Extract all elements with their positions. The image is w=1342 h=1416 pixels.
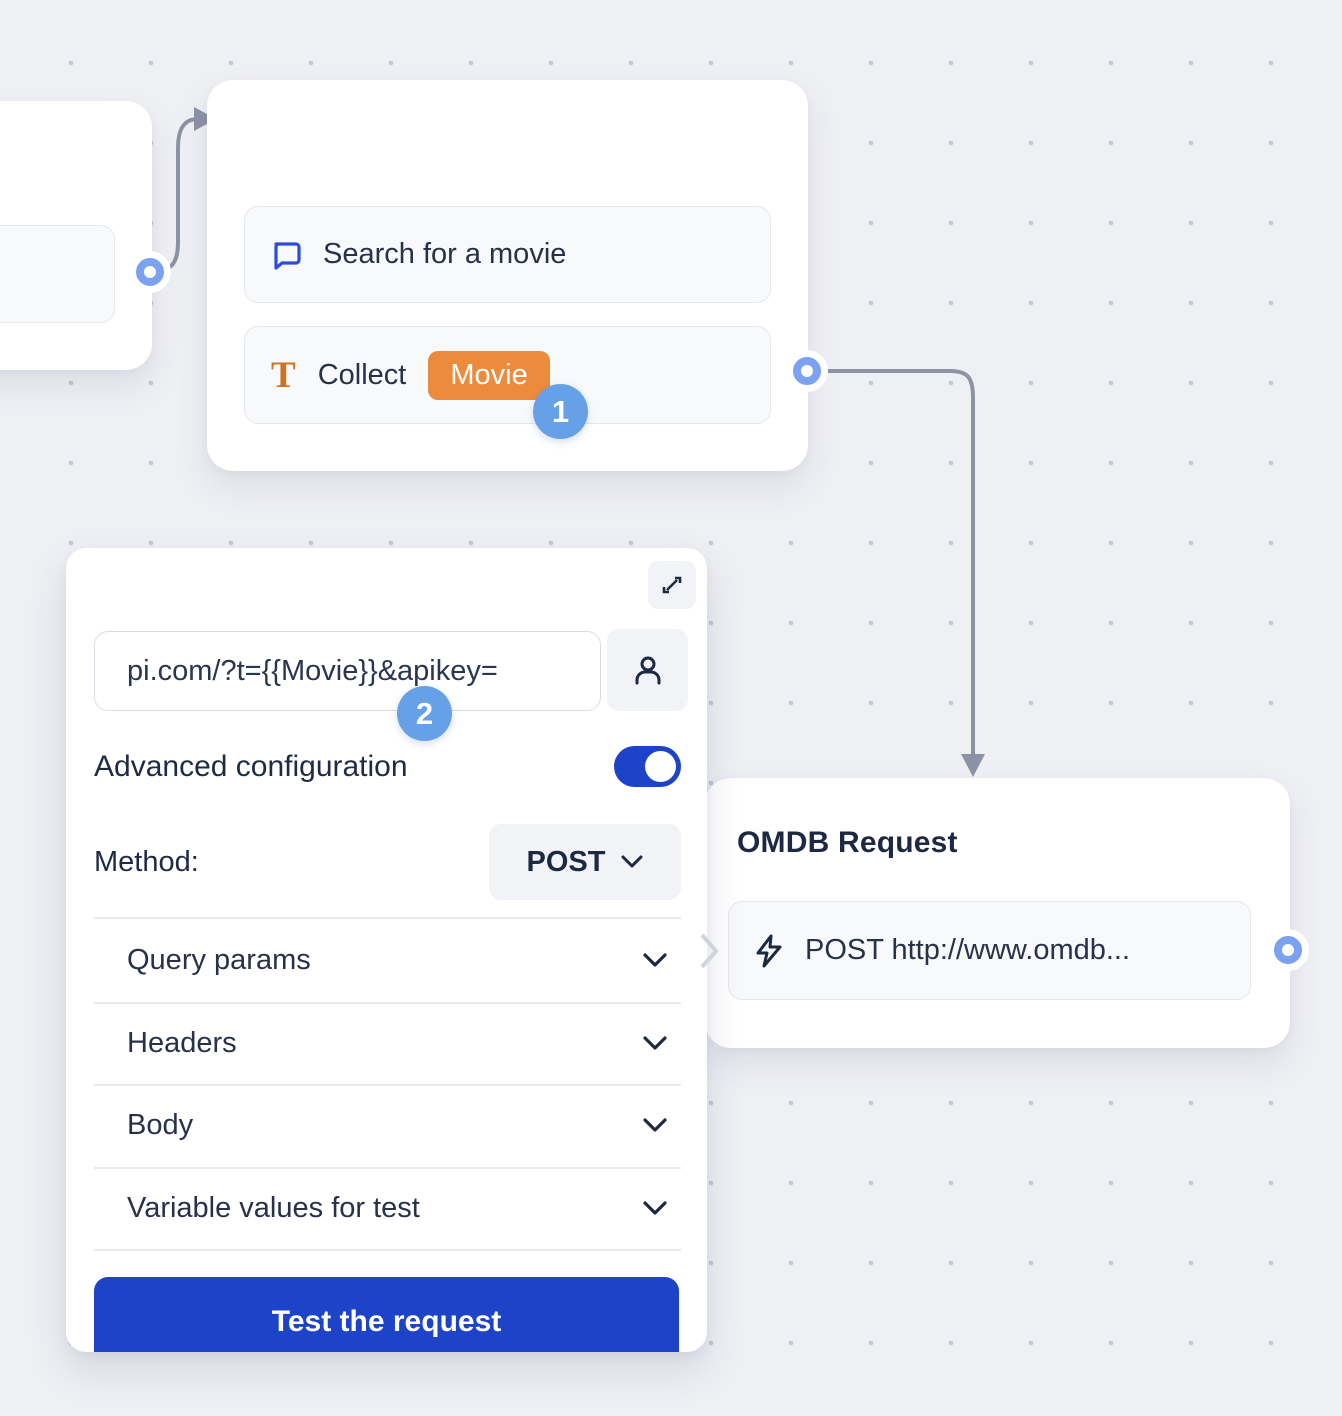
chat-bubble-icon [271, 240, 301, 270]
method-value: POST [527, 846, 606, 879]
text-input-icon: T [271, 357, 296, 394]
section-body[interactable]: Body [94, 1084, 681, 1166]
method-select[interactable]: POST [489, 824, 681, 900]
edge-left-to-movie-search [152, 119, 198, 272]
expand-button[interactable] [648, 561, 696, 609]
webhook-config-panel: Advanced configuration Method: POST Quer… [66, 548, 707, 1352]
test-request-button[interactable]: Test the request [94, 1277, 679, 1352]
section-variable-values[interactable]: Variable values for test [94, 1167, 681, 1249]
port-ring [136, 258, 164, 286]
output-port-movie-search[interactable] [786, 350, 828, 392]
edge-movie-to-omdb [818, 371, 973, 756]
node-row-label: POST http://www.omdb... [805, 934, 1130, 967]
node-row-webhook[interactable]: POST http://www.omdb... [728, 901, 1251, 1000]
section-label: Headers [127, 1027, 237, 1060]
node-movie-search[interactable]: Movie search Search for a movie T Collec… [207, 80, 808, 471]
port-ring [793, 357, 821, 385]
node-title: OMDB Request [737, 826, 958, 860]
chevron-down-icon [621, 855, 643, 869]
chevron-down-icon [643, 1201, 667, 1216]
step-badge-1: 1 [533, 384, 588, 439]
port-ring [1274, 936, 1302, 964]
node-row-label: Collect [318, 359, 407, 392]
chevron-down-icon [643, 1036, 667, 1051]
person-icon [630, 652, 666, 688]
section-headers[interactable]: Headers [94, 1002, 681, 1084]
method-label: Method: [94, 846, 199, 879]
lightning-icon [755, 934, 783, 968]
expand-diagonal-icon [659, 572, 685, 598]
output-port-left-node[interactable] [129, 251, 171, 293]
variable-badge-movie[interactable]: Movie [428, 351, 549, 400]
section-label: Variable values for test [127, 1192, 420, 1225]
advanced-configuration-toggle[interactable] [614, 746, 681, 787]
edge-notch-chevron [699, 933, 721, 969]
edge-arrowhead-down [961, 754, 985, 777]
node-row-question[interactable]: Search for a movie [244, 206, 771, 303]
step-badge-2: 2 [397, 686, 452, 741]
chevron-down-icon [643, 1118, 667, 1133]
toggle-knob [645, 751, 676, 782]
node-row-collect[interactable]: T Collect Movie [244, 326, 771, 424]
node-omdb-request[interactable]: OMDB Request POST http://www.omdb... [705, 778, 1290, 1048]
node-row-label: Search for a movie [323, 238, 566, 271]
divider [94, 1249, 681, 1251]
chevron-down-icon [643, 953, 667, 968]
output-port-omdb[interactable] [1267, 929, 1309, 971]
advanced-configuration-label: Advanced configuration [94, 750, 408, 784]
section-query-params[interactable]: Query params [94, 919, 681, 1001]
partial-left-node[interactable] [0, 101, 152, 370]
webhook-url-input[interactable] [94, 631, 601, 711]
section-label: Query params [127, 944, 311, 977]
user-variable-button[interactable] [607, 629, 688, 711]
partial-left-node-row[interactable] [0, 225, 115, 323]
section-label: Body [127, 1109, 193, 1142]
